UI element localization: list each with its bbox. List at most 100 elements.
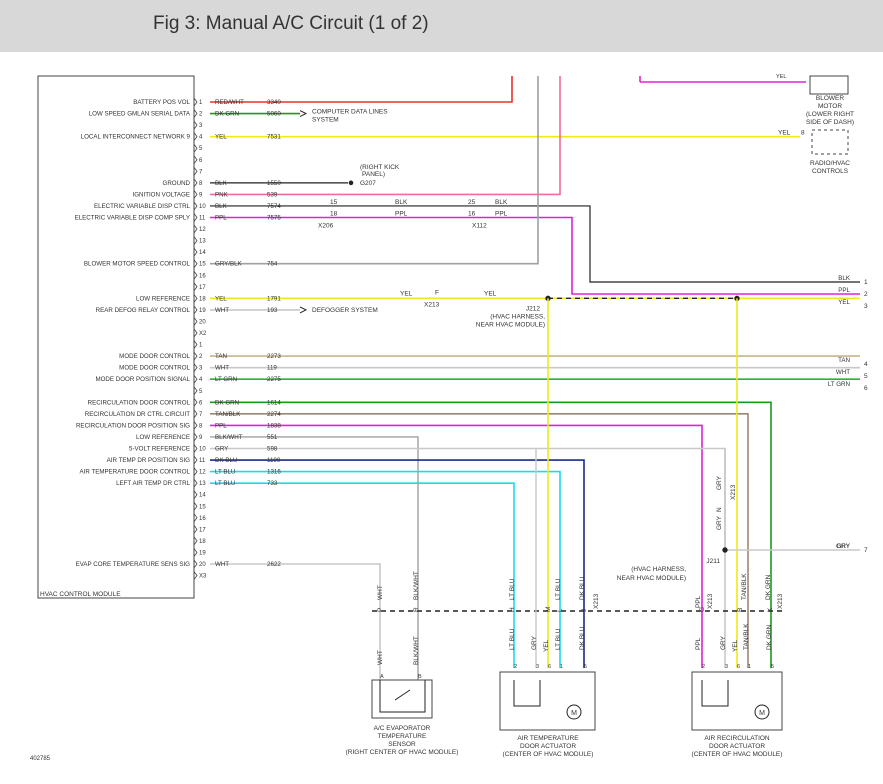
circuit-number: 733 — [267, 480, 278, 487]
pin-function-label: ELECTRIC VARIABLE DISP COMP SPLY — [75, 215, 190, 222]
pin-number: 10 — [199, 447, 206, 453]
wire-pnk — [210, 76, 561, 196]
blower-motor-box — [809, 75, 849, 95]
wire-label: BLK/WHT — [413, 571, 420, 600]
pin-terminal — [193, 444, 198, 453]
pin-number: 11 — [199, 458, 206, 464]
circuit-number: 1550 — [267, 180, 281, 187]
wire-label: LT BLU — [555, 628, 562, 650]
circuit-number: 2273 — [267, 353, 281, 360]
pin-function-label: EVAP CORE TEMPERATURE SENS SIG — [76, 561, 191, 568]
component-label: (LOWER RIGHT — [806, 111, 854, 118]
pin-label: 3 — [536, 664, 539, 670]
evap-sensor-box — [371, 679, 433, 719]
pin-terminal — [193, 236, 198, 245]
wire-color-label: WHT — [215, 561, 229, 568]
wire-ppl-recirc — [210, 424, 703, 668]
pin-function-label: LOW REFERENCE — [136, 295, 190, 302]
pin-number: 20 — [199, 319, 206, 325]
wire-label: YEL — [776, 74, 786, 80]
continuation-number: 5 — [864, 373, 868, 380]
pin-function-label: BATTERY POS VOL — [133, 99, 190, 106]
component-label: CONTROLS — [812, 168, 849, 175]
pin-number: 3 — [199, 123, 203, 129]
motor-label: M — [759, 710, 765, 717]
pin-terminal — [193, 155, 198, 164]
wire-label: WHT — [377, 585, 384, 600]
circuit-number: 2622 — [267, 561, 281, 568]
continuation-number: 2 — [864, 291, 868, 298]
ground-label: G207 — [360, 180, 376, 187]
pin-terminal — [193, 548, 198, 557]
pin-terminal — [193, 317, 198, 326]
pin-number: 6 — [199, 400, 203, 406]
component-label: (RIGHT CENTER OF HVAC MODULE) — [346, 749, 459, 756]
circuit-number: 1316 — [267, 469, 281, 476]
actuator-circuit — [513, 680, 541, 707]
wire-label: GRY — [836, 543, 851, 550]
connector-id: X206 — [318, 223, 334, 230]
wire-color-label: BLK/WHT — [215, 434, 243, 441]
wire-color-label: BLK — [215, 180, 228, 187]
pin-function-label: AIR TEMPERATURE DOOR CONTROL — [80, 469, 191, 476]
motor-icon — [566, 704, 582, 720]
pin-label: 1 — [560, 664, 563, 670]
connector-pin: 25 — [468, 199, 476, 206]
wire-label: TAN/BLK — [743, 623, 750, 650]
pin-terminal — [193, 271, 198, 280]
connector-pin: J — [581, 609, 588, 612]
pin-terminal — [193, 398, 198, 407]
splice-note: NEAR HVAC MODULE) — [617, 575, 686, 582]
pin-number: 14 — [199, 493, 206, 499]
component-label: DOOR ACTUATOR — [709, 743, 765, 750]
wire-color-label: DK BLU — [215, 457, 237, 464]
pin-terminal — [193, 432, 198, 442]
connector-pin: 15 — [330, 199, 338, 206]
pin-function-label: 5-VOLT REFERENCE — [129, 446, 190, 453]
arrow — [299, 306, 308, 314]
pin-function-label: MODE DOOR CONTROL — [119, 365, 190, 372]
pin-terminal — [193, 502, 198, 511]
pin-number: 10 — [199, 204, 206, 210]
circuit-number: 5060 — [267, 111, 281, 118]
wire-red-wht — [210, 76, 513, 103]
note-defogger: DEFOGGER SYSTEM — [312, 307, 378, 314]
wire-label: BLK — [395, 199, 408, 206]
component-label: AIR TEMPERATURE — [517, 735, 579, 742]
title-bar: Fig 3: Manual A/C Circuit (1 of 2) — [0, 0, 883, 52]
wire-label: LT BLU — [509, 578, 516, 600]
component-label: SIDE OF DASH) — [806, 119, 854, 126]
pin-terminal — [193, 571, 198, 580]
pin-label: 5 — [584, 664, 587, 670]
wire-label: DK GRN — [765, 574, 772, 600]
wire-label: GRY — [716, 475, 723, 490]
note-panel: PANEL) — [362, 171, 385, 178]
pin-label: 8 — [801, 130, 805, 137]
wire-color-label: GRY — [215, 446, 228, 453]
wire-label: TAN/BLK — [741, 573, 748, 600]
pin-number: 8 — [199, 423, 203, 429]
pin-number: 14 — [199, 250, 206, 256]
sensor-circuit — [379, 680, 426, 713]
wire-color-label: PNK — [215, 191, 229, 198]
connector-pin: 16 — [468, 211, 476, 218]
pin-number: 1 — [199, 343, 203, 349]
pin-terminal — [193, 490, 198, 499]
circuit-number: 2275 — [267, 376, 281, 383]
pin-number: 5 — [199, 146, 203, 152]
circuit-number: 1199 — [267, 457, 281, 464]
pin-number: 16 — [199, 273, 206, 279]
pin-function-label: RECIRCULATION DOOR POSITION SIG — [76, 422, 190, 429]
continuation-number: 3 — [864, 303, 868, 310]
pin-terminal — [193, 305, 198, 315]
pin-terminal — [193, 224, 198, 234]
continuation-number: 1 — [864, 279, 868, 286]
pin-label: 6 — [737, 664, 740, 670]
pin-function-label: BLOWER MOTOR SPEED CONTROL — [84, 261, 191, 268]
pin-number: 16 — [199, 516, 206, 522]
continuation-wire: LT GRN — [828, 381, 850, 388]
pin-number: X3 — [199, 574, 207, 580]
component-label: A/C EVAPORATOR — [374, 725, 431, 732]
connector-id: X213 — [424, 301, 440, 308]
pin-number: 12 — [199, 227, 206, 233]
